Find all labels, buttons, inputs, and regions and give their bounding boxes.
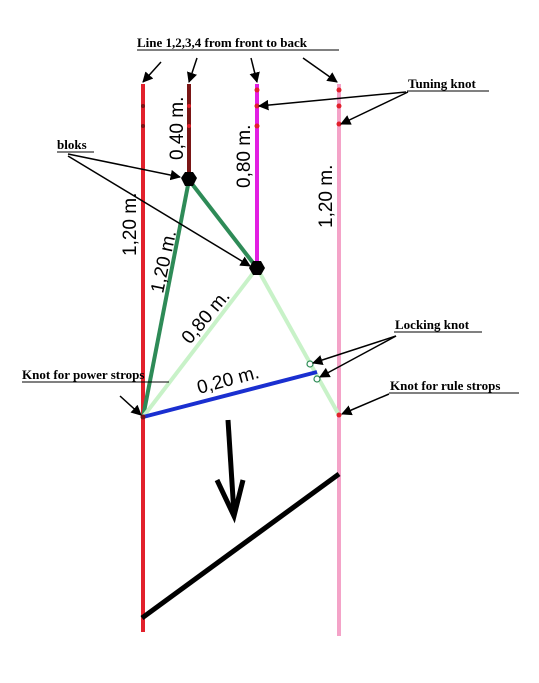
- label-bloks: bloks: [57, 137, 87, 152]
- tuning-knot-line1: [141, 104, 145, 108]
- arrow-line4: [302, 57, 338, 83]
- arrow-locking-1: [312, 335, 397, 366]
- arrow-bloks-1: [67, 153, 182, 181]
- measure-080-diag: 0,80 m.: [178, 286, 235, 348]
- locking-knot-1: [306, 360, 314, 368]
- black-bar: [140, 471, 341, 621]
- tuning-knot-line4b: [336, 103, 342, 109]
- arrow-rule: [341, 393, 390, 416]
- tuning-knot-line3c: [254, 123, 260, 129]
- measure-040: 0,40 m.: [167, 97, 188, 160]
- tuning-knot-line3b: [254, 103, 260, 109]
- measure-120-diag: 1,20 m.: [147, 229, 181, 295]
- label-tuning-knot: Tuning knot: [408, 76, 476, 91]
- tuning-knot-line1b: [141, 124, 145, 128]
- block-lower: [249, 261, 265, 275]
- arrow-power: [119, 395, 142, 416]
- light-strop-right: [255, 267, 341, 416]
- tuning-knot-line2: [187, 104, 191, 108]
- arrow-line2: [187, 57, 198, 83]
- arrow-tuning-1: [257, 91, 407, 111]
- big-down-arrow-head: [214, 478, 246, 524]
- tuning-knot-line3: [254, 87, 260, 93]
- locking-knot-2: [313, 375, 321, 383]
- label-lines-title: Line 1,2,3,4 from front to back: [137, 35, 308, 50]
- label-knot-power: Knot for power strops: [22, 367, 144, 382]
- arrow-line3: [249, 57, 260, 84]
- arrow-line1: [142, 61, 162, 83]
- light-strop-left: [141, 266, 259, 419]
- arrow-tuning-2: [340, 91, 409, 125]
- measure-080-vertical: 0,80 m.: [234, 125, 255, 188]
- big-down-arrow-shaft: [225, 419, 237, 515]
- measure-120-right: 1,20 m.: [316, 165, 337, 228]
- block-upper: [181, 172, 197, 186]
- green-strop-left: [141, 179, 191, 418]
- knot-rule-strops: [336, 412, 342, 418]
- tuning-knot-line4c: [336, 121, 342, 127]
- green-strop-right: [187, 178, 259, 270]
- tuning-knot-line4: [336, 87, 342, 93]
- arrow-bloks-2: [67, 155, 251, 267]
- tuning-knot-line2b: [187, 124, 191, 128]
- label-knot-rule: Knot for rule strops: [390, 378, 500, 393]
- measure-120-left: 1,20 m.: [120, 193, 141, 256]
- label-locking-knot: Locking knot: [395, 317, 470, 332]
- arrow-locking-2: [319, 335, 397, 378]
- knot-power-strops: [140, 414, 146, 420]
- blue-strop: [142, 370, 318, 419]
